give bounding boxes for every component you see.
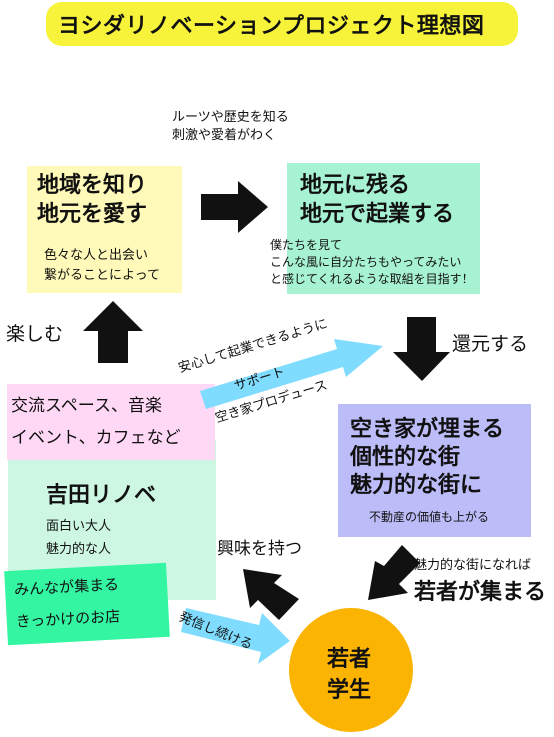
enjoy-label: 楽しむ xyxy=(6,323,64,345)
down-left-arrow xyxy=(368,545,420,600)
local-love-line2: 地元を愛す xyxy=(37,202,148,227)
broadcast-arrow xyxy=(181,608,290,664)
vacant-house-line2: 個性的な街 xyxy=(350,445,461,470)
yoshida-title: 吉田リノベ xyxy=(46,483,157,508)
young-note-line2: 若者が集まる xyxy=(414,580,547,605)
up-left-arrow xyxy=(243,569,299,620)
interest-label: 興味を持つ xyxy=(217,539,302,559)
youth-circle-line2: 学生 xyxy=(327,678,372,703)
remain-box xyxy=(287,163,480,294)
down-arrow xyxy=(393,317,450,381)
vacant-house-sub: 不動産の価値も上がる xyxy=(369,510,490,524)
remain-note-line1: 僕たちを見て xyxy=(270,238,343,252)
remain-line1: 地元に残る xyxy=(300,173,411,198)
page-title: ヨシダリノベーションプロジェクト理想図 xyxy=(58,14,485,39)
return-label: 還元する xyxy=(452,333,529,355)
remain-line2: 地元で起業する xyxy=(300,202,455,227)
youth-circle xyxy=(289,608,413,732)
right-arrow xyxy=(201,181,268,233)
vacant-house-line3: 魅力的な街に xyxy=(350,473,483,498)
local-love-sub1: 色々な人と出会い xyxy=(44,248,149,263)
roots-note-line2: 刺激や愛着がわく xyxy=(172,128,277,143)
up-arrow xyxy=(83,301,143,363)
title-banner xyxy=(46,2,518,46)
vacant-house-box xyxy=(338,404,531,537)
remain-note-line2: こんな風に自分たちもやってみたい xyxy=(270,255,462,269)
local-love-sub2: 繋がることによって xyxy=(44,268,160,283)
exchange-space-line2: イベント、カフェなど xyxy=(11,428,181,448)
support-arrow xyxy=(200,339,383,409)
local-love-box xyxy=(27,166,182,293)
yoshida-sub2: 魅力的な人 xyxy=(46,542,112,557)
remain-note-line3: と感じてくれるような取組を目指す！ xyxy=(270,272,474,286)
vacant-house-line1: 空き家が埋まる xyxy=(350,417,505,442)
local-love-line1: 地域を知り xyxy=(37,173,148,198)
young-note-line1: 魅力的な街になれば xyxy=(414,558,532,573)
exchange-space-box xyxy=(7,384,215,460)
youth-circle-line1: 若者 xyxy=(327,647,372,672)
yoshida-sub1: 面白い大人 xyxy=(46,519,112,534)
exchange-space-line1: 交流スペース、音楽 xyxy=(11,396,162,416)
roots-note-line1: ルーツや歴史を知る xyxy=(172,110,289,125)
